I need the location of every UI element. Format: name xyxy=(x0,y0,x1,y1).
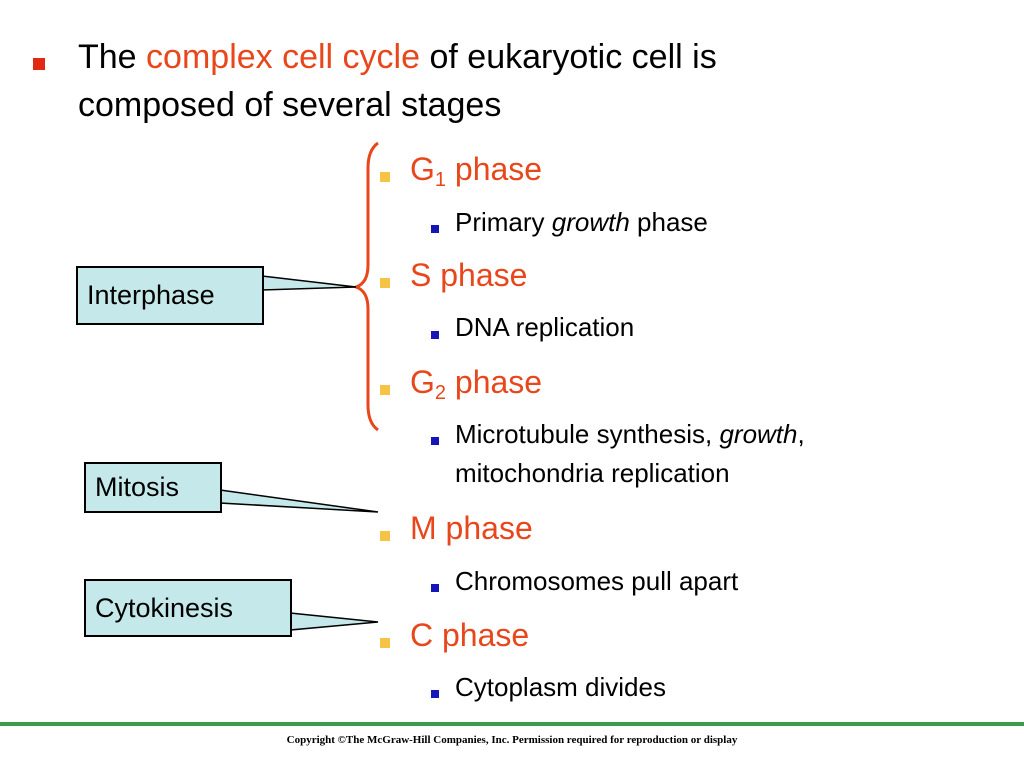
interphase-callout: Interphase xyxy=(76,266,264,325)
phase-m-detail: Chromosomes pull apart xyxy=(455,566,739,596)
phase-g2-detail-line2: mitochondria replication xyxy=(455,458,730,488)
detail-bullet xyxy=(431,225,439,233)
phase-bullet xyxy=(380,278,390,288)
phase-c-detail: Cytoplasm divides xyxy=(455,672,666,702)
detail-bullet xyxy=(431,690,439,698)
footer-rule xyxy=(0,722,1024,726)
phase-g2-heading: G2 phase xyxy=(410,364,543,404)
phase-s-heading: S phase xyxy=(410,257,528,293)
phase-bullet xyxy=(380,638,390,648)
title-bullet xyxy=(33,58,45,70)
phase-bullet xyxy=(380,531,390,541)
phase-m-heading: M phase xyxy=(410,510,533,546)
interphase-brace xyxy=(351,141,379,432)
phase-g1-detail: Primary growth phase xyxy=(455,207,708,237)
cytokinesis-callout-pointer xyxy=(289,612,379,631)
interphase-callout-pointer xyxy=(261,275,357,291)
phase-c-heading: C phase xyxy=(410,617,530,653)
title-accent: complex cell cycle xyxy=(146,38,421,76)
phase-bullet xyxy=(380,172,390,182)
detail-bullet xyxy=(431,584,439,592)
cytokinesis-callout: Cytokinesis xyxy=(84,579,292,637)
detail-bullet xyxy=(431,331,439,339)
title-line-2: composed of several stages xyxy=(78,86,502,124)
phase-bullet xyxy=(380,385,390,395)
title-text-after: of eukaryotic cell is xyxy=(420,38,717,76)
title-line-1: The complex cell cycle of eukaryotic cel… xyxy=(78,33,717,81)
phase-g2-detail: Microtubule synthesis, growth, xyxy=(455,419,805,449)
mitosis-callout-pointer xyxy=(219,489,379,513)
mitosis-callout: Mitosis xyxy=(84,462,222,513)
phase-g1-heading: G1 phase xyxy=(410,151,543,191)
phase-s-detail: DNA replication xyxy=(455,312,635,342)
copyright-notice: Copyright ©The McGraw-Hill Companies, In… xyxy=(286,734,738,746)
detail-bullet xyxy=(431,437,439,445)
title-text-before: The xyxy=(78,38,147,76)
